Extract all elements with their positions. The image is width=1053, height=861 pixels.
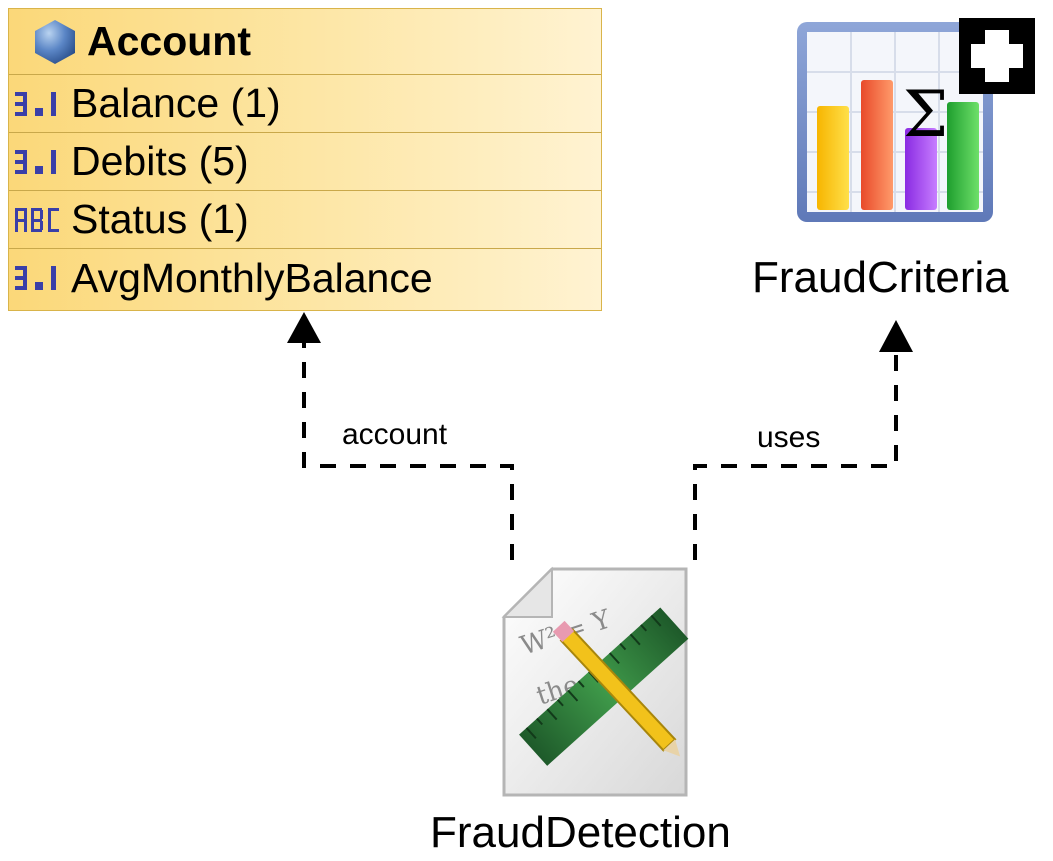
attribute-label: AvgMonthlyBalance: [71, 254, 433, 301]
attribute-row-status[interactable]: Status (1): [9, 191, 601, 249]
arrowhead-account: [287, 312, 321, 343]
plus-icon: [959, 18, 1035, 94]
class-title: Account: [87, 18, 251, 64]
attribute-label: Status (1): [71, 196, 249, 242]
node-label-fraudcriteria: FraudCriteria: [752, 253, 1009, 302]
edge-account[interactable]: [287, 312, 514, 560]
edge-label-uses: uses: [757, 421, 821, 454]
attribute-label: Balance (1): [71, 80, 281, 126]
attribute-row-debits[interactable]: Debits (5): [9, 133, 601, 191]
bar-chart-sigma-icon[interactable]: Σ: [795, 18, 1035, 230]
edge-uses[interactable]: [693, 320, 913, 560]
document-ruler-pencil-icon[interactable]: W² = Y the: [500, 565, 700, 800]
attribute-row-balance[interactable]: Balance (1): [9, 75, 601, 133]
numeric-type-icon: [15, 91, 56, 116]
entity-icon: [35, 19, 75, 64]
edge-label-account: account: [342, 418, 448, 451]
attribute-row-avgmonthlybalance[interactable]: AvgMonthlyBalance: [9, 249, 601, 307]
text-type-icon: [15, 207, 59, 232]
numeric-type-icon: [15, 149, 56, 174]
svg-text:Σ: Σ: [903, 78, 948, 152]
node-label-frauddetection: FraudDetection: [430, 808, 731, 857]
attribute-label: Debits (5): [71, 138, 249, 184]
class-header: Account: [9, 9, 601, 75]
numeric-type-icon: [15, 266, 56, 290]
account-class-box[interactable]: Account Balance (1) Debits (5): [8, 8, 602, 311]
arrowhead-uses: [879, 320, 913, 352]
